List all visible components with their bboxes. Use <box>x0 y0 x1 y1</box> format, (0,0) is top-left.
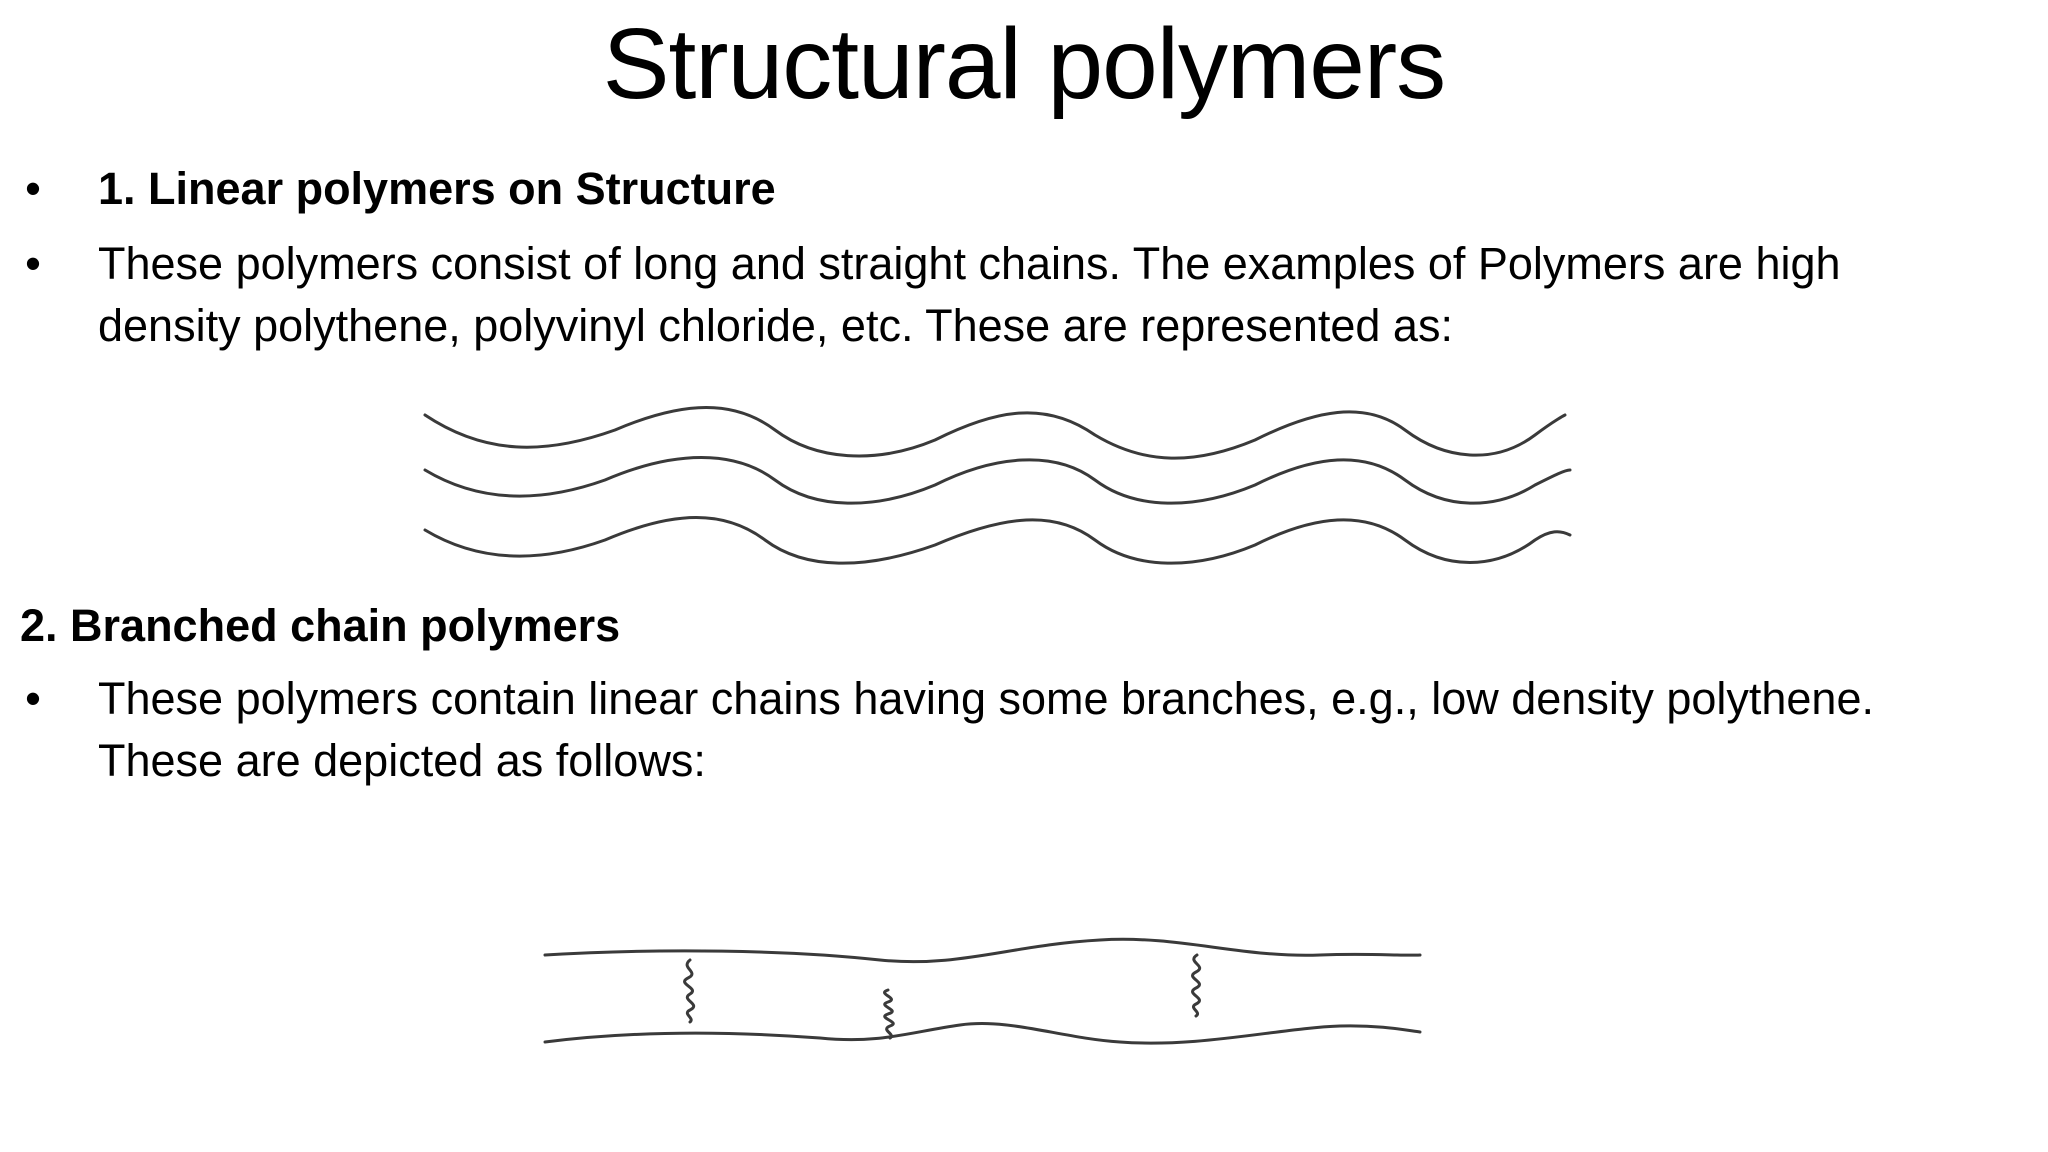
linear-polymers-description: These polymers consist of long and strai… <box>98 238 1841 351</box>
branch-squiggle-1 <box>683 958 696 1024</box>
bullet-icon: • <box>25 163 41 214</box>
bullet-icon: • <box>25 673 41 724</box>
linear-polymer-diagram <box>423 406 1572 565</box>
linear-chain-1 <box>423 406 1567 460</box>
linear-chain-3 <box>423 516 1572 565</box>
slide-title: Structural polymers <box>602 8 1446 120</box>
branched-chain-bottom <box>543 1022 1422 1045</box>
bullet-icon: • <box>25 238 41 289</box>
branched-polymers-description: These polymers contain linear chains hav… <box>98 673 1874 786</box>
branched-polymers-heading: 2. Branched chain polymers <box>20 600 621 651</box>
branched-chain-top <box>543 937 1422 964</box>
linear-chain-2 <box>423 456 1572 505</box>
branch-squiggle-3 <box>1191 953 1202 1018</box>
branch-squiggle-2 <box>883 988 895 1040</box>
linear-polymers-heading: 1. Linear polymers on Structure <box>98 163 776 214</box>
branched-polymer-diagram <box>543 937 1422 1045</box>
